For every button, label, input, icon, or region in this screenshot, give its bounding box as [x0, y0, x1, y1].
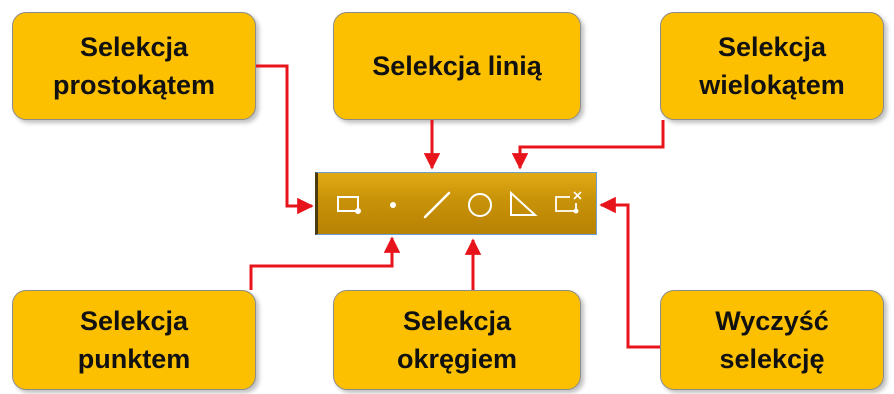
callout-label: okręgiem: [396, 344, 518, 374]
callout-label: Selekcja: [717, 32, 827, 62]
line-select-icon: [423, 191, 451, 219]
circle-select-icon: [468, 193, 492, 217]
line-select-button[interactable]: [417, 173, 457, 233]
callout-label: Selekcja: [402, 306, 512, 336]
callout-label: Selekcja: [79, 32, 189, 62]
clear-selection-button[interactable]: [548, 173, 588, 233]
callout-label: Selekcja: [79, 306, 189, 336]
callout-label: selekcję: [719, 344, 825, 374]
callout-point-selection: Selekcja punktem: [12, 290, 256, 390]
polygon-select-icon: [510, 190, 538, 216]
selection-toolbar: [315, 172, 597, 235]
callout-label: wielokątem: [699, 70, 845, 100]
callout-circle-selection: Selekcja okręgiem: [333, 290, 581, 390]
callout-polygon-selection: Selekcja wielokątem: [660, 12, 884, 120]
point-select-icon: [390, 202, 396, 208]
connector-clear-selection: [599, 196, 660, 349]
point-select-button[interactable]: [374, 173, 414, 233]
connector-point-selection: [249, 236, 401, 290]
callout-clear-selection: Wyczyść selekcję: [660, 290, 884, 390]
callout-rectangle-selection: Selekcja prostokątem: [12, 12, 256, 120]
callout-label: prostokątem: [52, 70, 216, 100]
callout-label: Wyczyść: [715, 306, 829, 336]
clear-selection-icon: [555, 191, 582, 214]
connector-rectangle-selection: [256, 64, 314, 215]
polygon-select-button[interactable]: [503, 173, 543, 233]
callout-line-selection: Selekcja linią: [333, 12, 581, 120]
callout-label: Selekcja linią: [372, 51, 542, 81]
connector-polygon-selection: [511, 120, 665, 170]
callout-label: punktem: [77, 344, 191, 374]
rectangle-select-icon: [337, 196, 361, 214]
circle-select-button[interactable]: [459, 173, 499, 233]
rectangle-select-button[interactable]: [332, 173, 372, 233]
